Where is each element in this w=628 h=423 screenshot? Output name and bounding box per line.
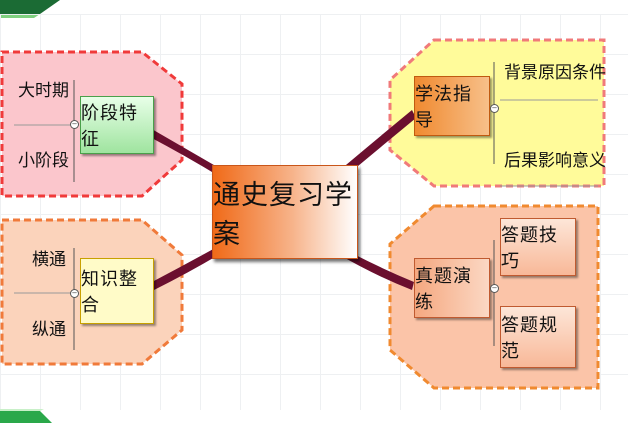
node-xuefa-zhidao[interactable]: 学法指导 <box>414 76 490 136</box>
collapse-knob-top-left[interactable]: − <box>70 120 79 129</box>
corner-decoration-bottom <box>0 409 52 423</box>
node-jieduan-tezheng[interactable]: 阶段特征 <box>80 96 154 154</box>
collapse-knob-top-right[interactable]: − <box>490 104 499 113</box>
leaf-heng-tong: 横通 <box>32 250 66 270</box>
leaf-zong-tong: 纵通 <box>32 320 66 340</box>
leaf-xiao-jieduan: 小阶段 <box>18 151 69 171</box>
node-zhishi-zhenghe[interactable]: 知识整合 <box>80 258 154 324</box>
central-node[interactable]: 通史复习学案 <box>212 165 358 259</box>
leaf-dati-jiqiao[interactable]: 答题技巧 <box>500 218 576 276</box>
connector-top-left <box>148 128 226 178</box>
leaf-dati-guifan[interactable]: 答题规范 <box>500 306 576 368</box>
collapse-knob-bottom-right[interactable]: − <box>490 284 499 293</box>
leaf-beijing-yuanyin-tiaojian: 背景原因条件 <box>504 63 606 83</box>
leaf-houguo-yingxiang-yiyi: 后果影响意义 <box>504 151 606 171</box>
leaf-da-shiqi: 大时期 <box>18 81 69 101</box>
node-zhenti-yanlian[interactable]: 真题演练 <box>414 258 490 318</box>
connector-bottom-left <box>152 242 230 290</box>
collapse-knob-bottom-left[interactable]: − <box>70 289 79 298</box>
connector-top-right <box>340 110 416 176</box>
